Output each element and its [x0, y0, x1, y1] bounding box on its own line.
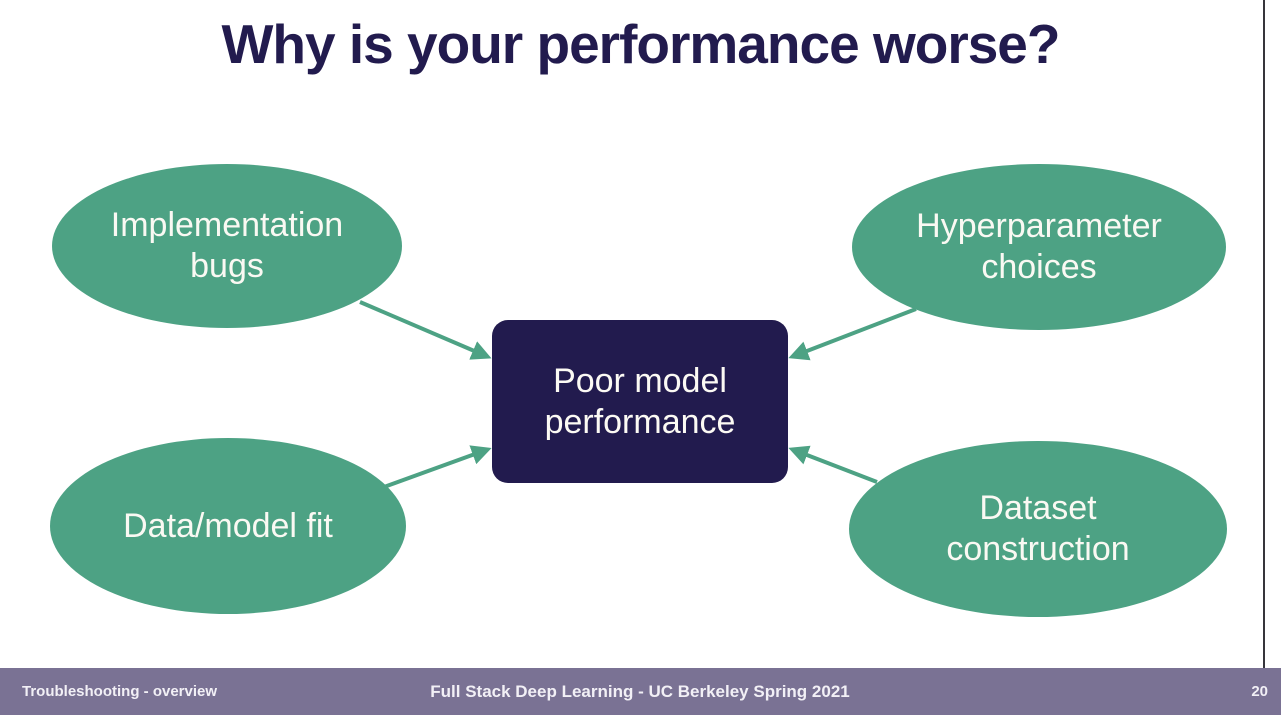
node-implementation-bugs: Implementation bugs [52, 164, 402, 328]
page-title: Why is your performance worse? [221, 13, 1061, 75]
footer-course-label: Full Stack Deep Learning - UC Berkeley S… [430, 681, 850, 701]
arrow-dataset-construction-to-center [788, 445, 878, 484]
node-poor-model-performance: Poor model performance [492, 320, 788, 483]
node-dataset-construction: Dataset construction [849, 441, 1227, 617]
footer-bar: Troubleshooting - overview Full Stack De… [0, 668, 1281, 715]
arrow-implementation-bugs-to-center [359, 300, 492, 360]
node-hyperparameter-choices: Hyperparameter choices [852, 164, 1226, 330]
arrow-data-model-fit-to-center [383, 445, 492, 489]
slide-right-border [1263, 0, 1265, 668]
footer-page-number: 20 [1251, 683, 1268, 700]
node-data-model-fit: Data/model fit [50, 438, 406, 614]
arrow-hyperparameter-choices-to-center [788, 307, 917, 361]
footer-section-label: Troubleshooting - overview [22, 683, 218, 700]
